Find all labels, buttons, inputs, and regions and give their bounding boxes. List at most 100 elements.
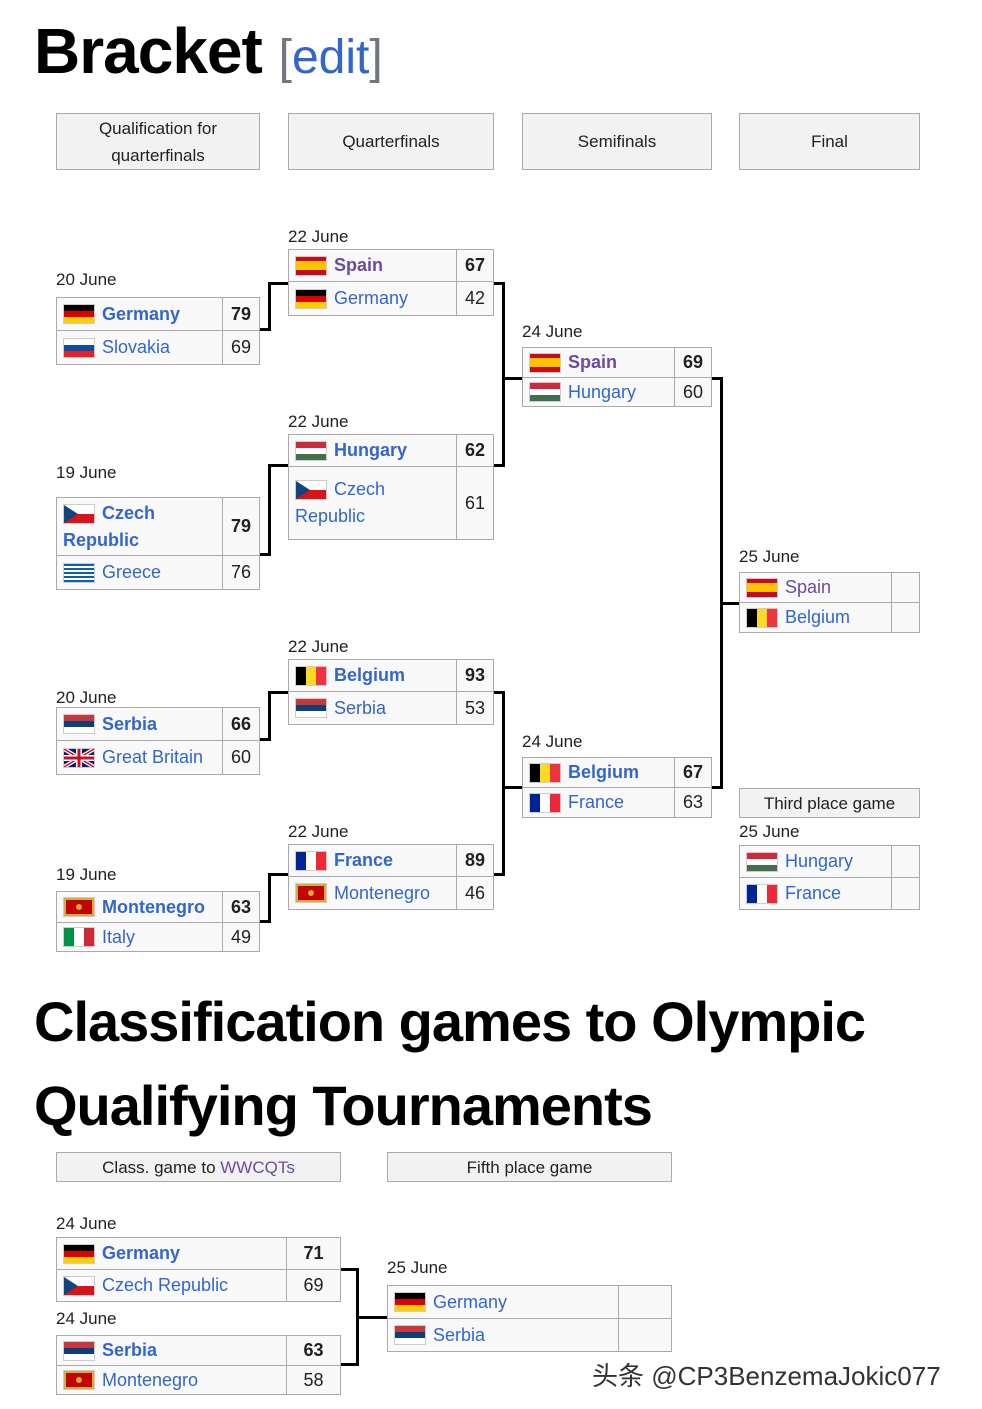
team-cell: Montenegro: [56, 891, 223, 923]
score-cell: [891, 877, 920, 910]
team-link[interactable]: France: [568, 792, 625, 812]
score-cell: [618, 1318, 672, 1352]
team-link[interactable]: Slovakia: [102, 337, 171, 357]
match-date: 24 June: [56, 1309, 117, 1328]
team-link[interactable]: Spain: [785, 577, 832, 597]
team-link[interactable]: Germany: [433, 1291, 508, 1312]
greece-flag-icon: [63, 562, 95, 583]
score-cell: 79: [222, 297, 260, 331]
team-link[interactable]: Montenegro: [102, 896, 205, 917]
bracket-line: [356, 1316, 388, 1319]
score-cell: 69: [222, 330, 260, 365]
match-date: 19 June: [56, 865, 117, 884]
team-link[interactable]: Germany: [102, 303, 181, 324]
team-link[interactable]: France: [785, 883, 842, 903]
team-link[interactable]: Czech: [334, 479, 386, 499]
team-cell: Italy: [56, 922, 223, 952]
match-date: 25 June: [739, 822, 800, 841]
germany-flag-icon: [295, 288, 327, 309]
edit-link[interactable]: edit: [291, 31, 370, 84]
team-link[interactable]: Montenegro: [334, 882, 431, 903]
team-cell: Germany: [387, 1285, 619, 1319]
team-link[interactable]: Hungary: [334, 440, 408, 460]
match-date: 22 June: [288, 227, 349, 246]
match-date: 20 June: [56, 270, 117, 289]
score-cell: 76: [222, 555, 260, 590]
bracket-line: [268, 691, 288, 694]
hungary-flag-icon: [746, 851, 778, 872]
team-link[interactable]: Belgium: [568, 762, 640, 782]
match-date: 22 June: [288, 412, 349, 431]
score-cell: 58: [286, 1365, 341, 1395]
match-date: 22 June: [288, 637, 349, 656]
score-cell: 63: [286, 1335, 341, 1366]
wwcqts-link[interactable]: WWCQTs: [220, 1157, 295, 1177]
score-cell: 69: [286, 1269, 341, 1302]
team-cell: Belgium: [522, 757, 675, 788]
match-date: 20 June: [56, 688, 117, 707]
team-cell: Czech Republic: [56, 1269, 287, 1302]
belgium-flag-icon: [295, 665, 327, 686]
team-link[interactable]: Greece: [102, 562, 162, 582]
team-cell: Spain: [522, 347, 675, 378]
bracket-line: [268, 873, 271, 923]
score-cell: 49: [222, 922, 260, 952]
team-cell: Czech Republic: [288, 466, 457, 540]
bracket-line: [268, 282, 288, 285]
team-link[interactable]: Great Britain: [102, 747, 204, 767]
bracket-line: [268, 873, 288, 876]
bracket-line: [268, 464, 288, 467]
spain-flag-icon: [746, 577, 778, 598]
match-date: 22 June: [288, 822, 349, 841]
team-link[interactable]: Germany: [334, 288, 409, 308]
team-link[interactable]: Spain: [334, 255, 384, 275]
team-link[interactable]: Serbia: [433, 1324, 486, 1345]
italy-flag-icon: [63, 927, 95, 947]
team-link[interactable]: Italy: [102, 926, 136, 947]
bracket-line: [260, 920, 270, 923]
team-cell: Hungary: [739, 845, 892, 878]
score-cell: 66: [222, 707, 260, 741]
header-final: Final: [739, 113, 920, 170]
score-cell: 79: [222, 497, 260, 556]
bracket-line: [494, 873, 505, 876]
score-cell: 61: [456, 466, 494, 540]
team-cell: Serbia: [288, 691, 457, 725]
team-link[interactable]: Serbia: [102, 1340, 158, 1360]
team-cell: Belgium: [288, 659, 457, 692]
score-cell: 63: [674, 787, 712, 818]
team-link[interactable]: Serbia: [102, 713, 158, 734]
team-link[interactable]: France: [334, 850, 394, 870]
serbia-flag-icon: [295, 698, 327, 718]
team-cell: Czech Republic: [56, 497, 223, 556]
bracket-line: [268, 691, 271, 741]
france-flag-icon: [746, 883, 778, 904]
serbia-flag-icon: [63, 1340, 95, 1361]
bracket-line: [268, 282, 271, 331]
team-link[interactable]: Belgium: [334, 665, 406, 685]
team-cell: Spain: [739, 572, 892, 603]
team-link[interactable]: Czech: [102, 502, 156, 523]
score-cell: 89: [456, 844, 494, 877]
france-flag-icon: [295, 850, 327, 871]
montenegro-flag-icon: [63, 897, 95, 917]
germany-flag-icon: [63, 1243, 95, 1264]
team-link[interactable]: Germany: [102, 1243, 181, 1263]
match-date: 25 June: [387, 1258, 448, 1277]
team-link[interactable]: Belgium: [785, 607, 851, 627]
header-semifinals: Semifinals: [522, 113, 712, 170]
team-link[interactable]: Montenegro: [102, 1369, 199, 1390]
team-link[interactable]: Serbia: [334, 697, 387, 718]
bracket-line: [268, 464, 271, 556]
bracket-line: [502, 691, 505, 876]
team-link[interactable]: Spain: [568, 352, 618, 372]
team-link[interactable]: Hungary: [568, 381, 637, 402]
team-link[interactable]: Czech Republic: [102, 1275, 229, 1295]
team-link[interactable]: Hungary: [785, 851, 854, 871]
team-cell: Serbia: [56, 1335, 287, 1366]
score-cell: [891, 845, 920, 878]
score-cell: 60: [222, 740, 260, 775]
match-date: 25 June: [739, 547, 800, 566]
bracket-line: [260, 553, 270, 556]
